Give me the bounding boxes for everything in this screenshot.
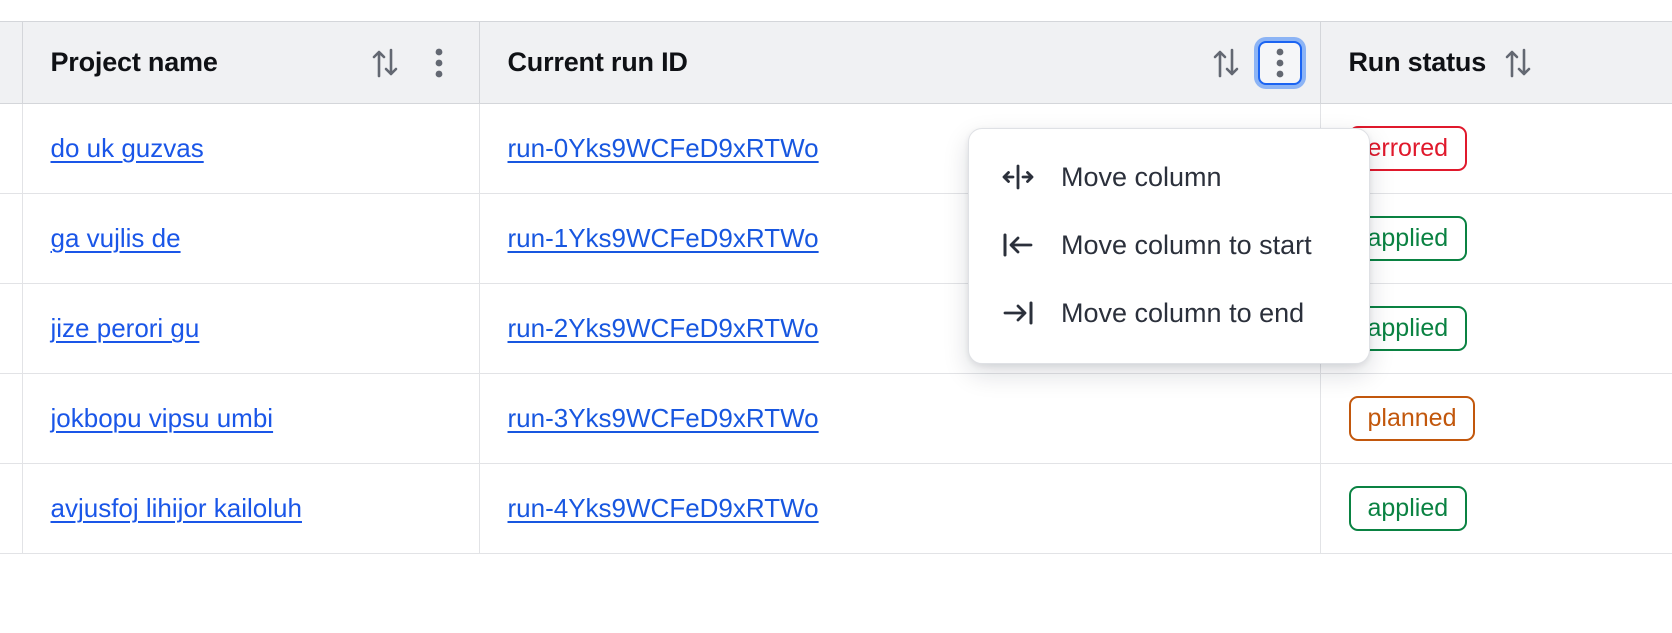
table-body: do uk guzvas run-0Yks9WCFeD9xRTWo errore… [0,103,1672,554]
move-column-to-end-icon [1001,296,1035,330]
column-header-run-status-label: Run status [1348,47,1487,77]
move-column-to-start-icon [1001,228,1035,262]
cell-project-name: jokbopu vipsu umbi [22,373,480,464]
cell-run-status: applied [1320,463,1672,554]
column-context-menu: Move column Move column to start Move co… [968,128,1370,364]
sort-icon [1505,48,1531,77]
project-name-link[interactable]: ga vujlis de [50,223,181,253]
row-select-cell[interactable] [0,193,23,284]
menu-item-move-column-to-start[interactable]: Move column to start [969,211,1369,279]
row-select-cell[interactable] [0,463,23,554]
status-badge: planned [1348,396,1476,441]
project-name-link[interactable]: do uk guzvas [50,133,204,163]
project-name-link[interactable]: avjusfoj lihijor kailoluh [50,493,302,523]
menu-item-label: Move column to end [1061,297,1305,328]
column-header-current-run-id: Current run ID [479,21,1321,104]
table-header: Project name [0,21,1672,104]
row-select-cell[interactable] [0,103,23,194]
menu-item-move-column-to-end[interactable]: Move column to end [969,279,1369,347]
column-menu-button-project-name[interactable] [417,41,461,85]
cell-project-name: do uk guzvas [22,103,480,194]
row-select-cell[interactable] [0,373,23,464]
move-column-icon [1001,160,1035,194]
run-id-link[interactable]: run-2Yks9WCFeD9xRTWo [507,313,819,343]
menu-item-move-column[interactable]: Move column [969,143,1369,211]
projects-table: Project name [0,21,1672,554]
run-id-link[interactable]: run-4Yks9WCFeD9xRTWo [507,493,819,523]
cell-current-run-id: run-4Yks9WCFeD9xRTWo [479,463,1321,554]
sort-icon [1213,48,1238,77]
projects-table-screen: Project name [0,21,1672,633]
column-header-run-status: Run status [1320,21,1672,104]
cell-run-status: errored [1320,103,1672,194]
cell-project-name: jize perori gu [22,283,480,374]
cell-run-status: planned [1320,373,1672,464]
table-row: ga vujlis de run-1Yks9WCFeD9xRTWo applie… [0,193,1672,284]
kebab-menu-icon [435,48,442,77]
sort-icon [372,48,397,77]
cell-project-name: ga vujlis de [22,193,480,284]
table-row: jize perori gu run-2Yks9WCFeD9xRTWo appl… [0,283,1672,374]
row-select-cell[interactable] [0,283,23,374]
sort-button-run-status[interactable] [1496,41,1540,85]
run-id-link[interactable]: run-3Yks9WCFeD9xRTWo [507,403,819,433]
menu-item-label: Move column to start [1061,229,1312,260]
table-row: jokbopu vipsu umbi run-3Yks9WCFeD9xRTWo … [0,373,1672,464]
project-name-link[interactable]: jize perori gu [50,313,200,343]
menu-item-label: Move column [1061,161,1222,192]
status-badge: applied [1348,486,1468,531]
column-header-current-run-id-label: Current run ID [507,47,688,77]
status-badge: errored [1348,126,1468,171]
sort-button-current-run-id[interactable] [1204,41,1248,85]
cell-current-run-id: run-3Yks9WCFeD9xRTWo [479,373,1321,464]
run-id-link[interactable]: run-1Yks9WCFeD9xRTWo [507,223,819,253]
cell-run-status: applied [1320,193,1672,284]
run-id-link[interactable]: run-0Yks9WCFeD9xRTWo [507,133,819,163]
column-header-project-name-label: Project name [50,47,218,77]
table-header-row: Project name [0,21,1672,104]
column-header-select [0,21,23,104]
column-menu-button-current-run-id[interactable] [1257,40,1302,85]
project-name-link[interactable]: jokbopu vipsu umbi [50,403,274,433]
sort-button-project-name[interactable] [363,41,407,85]
cell-run-status: applied [1320,283,1672,374]
table-row: avjusfoj lihijor kailoluh run-4Yks9WCFeD… [0,463,1672,554]
cell-project-name: avjusfoj lihijor kailoluh [22,463,480,554]
column-header-project-name: Project name [22,21,480,104]
table-row: do uk guzvas run-0Yks9WCFeD9xRTWo errore… [0,103,1672,194]
kebab-menu-icon [1276,48,1283,77]
